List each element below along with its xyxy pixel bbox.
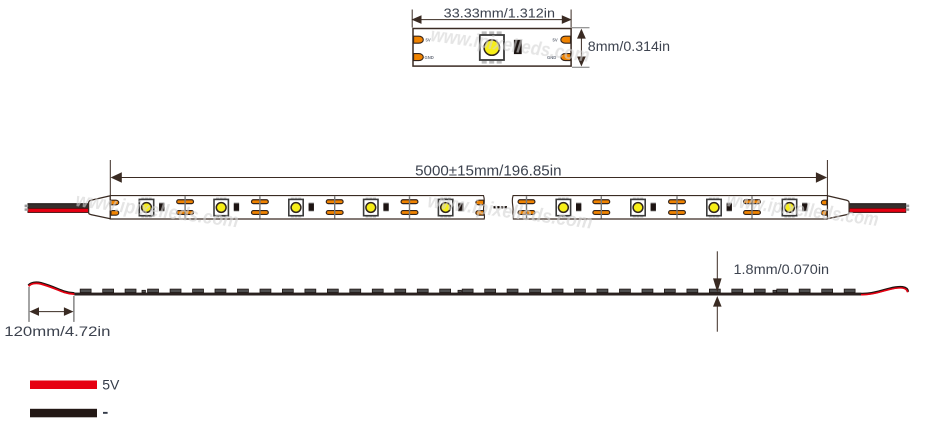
svg-text:GND: GND [425,55,434,60]
svg-text:1.8mm/0.070in: 1.8mm/0.070in [734,262,830,277]
svg-text:5V: 5V [553,38,558,43]
svg-text:33.33mm/1.312in: 33.33mm/1.312in [444,5,555,20]
svg-text:8mm/0.314in: 8mm/0.314in [588,39,670,54]
svg-text:5000±15mm/196.85in: 5000±15mm/196.85in [415,163,561,180]
svg-text:GND: GND [547,55,556,60]
svg-text:5V: 5V [426,38,431,43]
svg-text:120mm/4.72in: 120mm/4.72in [4,324,110,339]
svg-text:5V: 5V [102,376,120,392]
